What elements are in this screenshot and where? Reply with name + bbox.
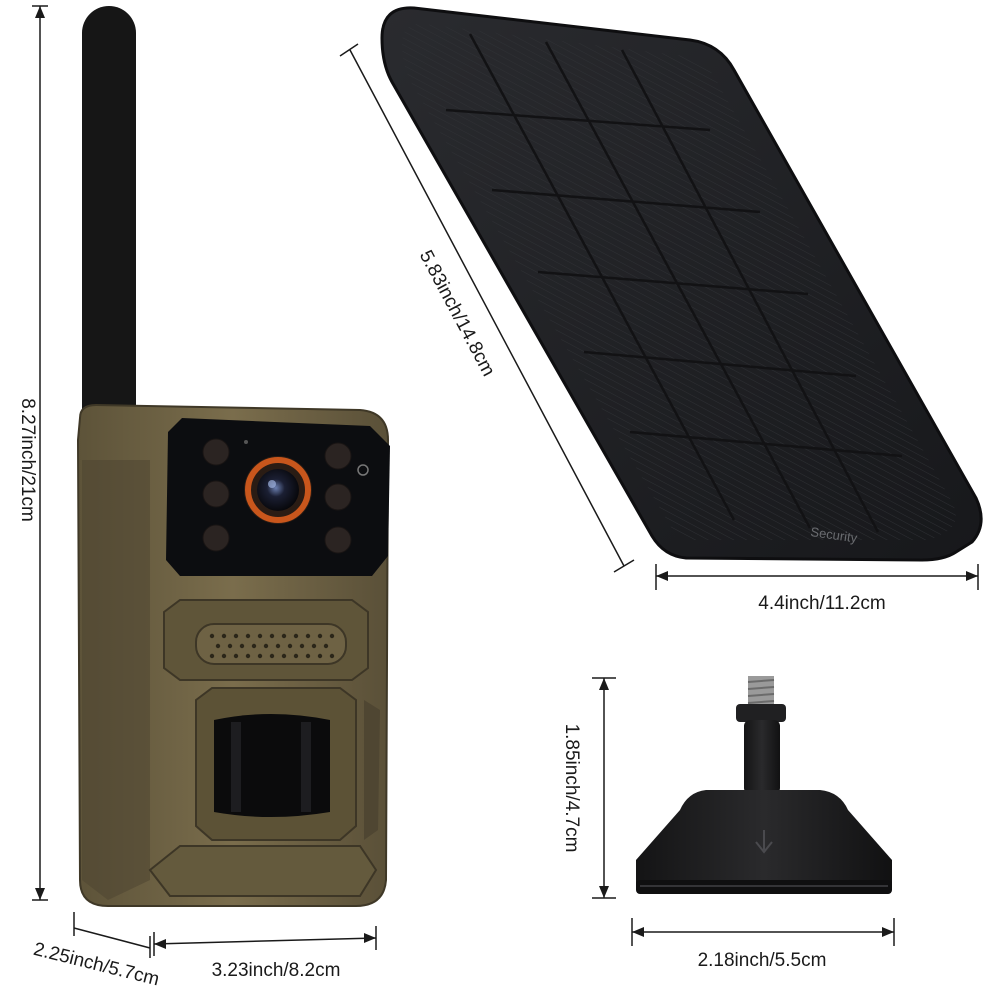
panel-brand-text: Security [810, 524, 859, 545]
mount-width-label: 2.18inch/5.5cm [698, 950, 827, 971]
camera-lens-icon [244, 456, 312, 524]
solar-panel: Security [380, 6, 983, 562]
dimension-arrowheads [35, 6, 978, 949]
panel-cell-grid [445, 33, 903, 533]
screw-thread-icon [747, 676, 775, 706]
trail-camera [76, 6, 390, 907]
wall-mount [636, 676, 892, 894]
mount-height-label: 1.85inch/4.7cm [561, 724, 582, 853]
mount-arrow-icon [755, 830, 773, 854]
speaker-holes [209, 633, 335, 659]
panel-length-label: 5.83inch/14.8cm [415, 247, 499, 380]
camera-height-label: 8.27inch/21cm [17, 398, 38, 522]
camera-width-label: 3.23inch/8.2cm [212, 960, 341, 981]
ir-led-icon [202, 438, 352, 554]
antenna-icon [82, 6, 136, 534]
panel-width-label: 4.4inch/11.2cm [758, 593, 885, 614]
